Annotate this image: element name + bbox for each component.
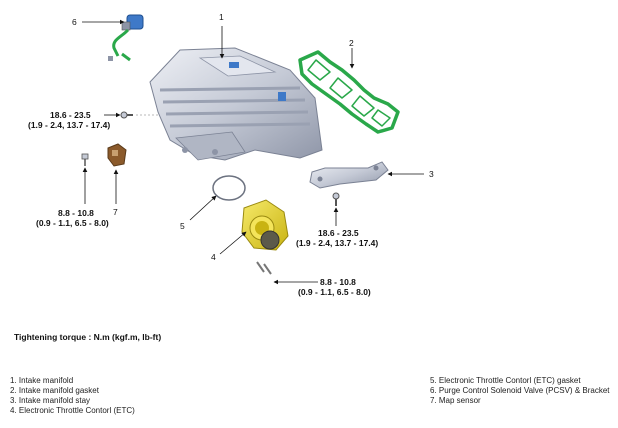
torque-stay-value: 18.6 - 23.5 (318, 228, 359, 238)
legend-item: 5. Electronic Throttle Contorl (ETC) gas… (430, 376, 610, 386)
callout-5: 5 (180, 221, 185, 231)
intake-manifold (150, 48, 322, 160)
legend-left: 1. Intake manifold 2. Intake manifold ga… (10, 376, 135, 416)
legend-right: 5. Electronic Throttle Contorl (ETC) gas… (430, 376, 610, 406)
intake-manifold-stay (310, 162, 388, 188)
map-sensor (108, 144, 126, 166)
callout-3: 3 (429, 169, 434, 179)
electronic-throttle-control (242, 200, 288, 250)
legend-item: 3. Intake manifold stay (10, 396, 135, 406)
callout-1: 1 (219, 12, 224, 22)
legend-item: 7. Map sensor (430, 396, 610, 406)
legend-item: 4. Electronic Throttle Contorl (ETC) (10, 406, 135, 416)
torque-stay-range: (1.9 - 2.4, 13.7 - 17.4) (296, 238, 378, 248)
torque-etc-value: 8.8 - 10.8 (320, 277, 356, 287)
torque-map-value: 8.8 - 10.8 (58, 208, 94, 218)
torque-etc-range: (0.9 - 1.1, 6.5 - 8.0) (298, 287, 371, 297)
leader-4 (220, 232, 246, 254)
torque-manifold-value: 18.6 - 23.5 (50, 110, 91, 120)
callout-2: 2 (349, 38, 354, 48)
bolt-stay (333, 193, 339, 206)
torque-manifold-range: (1.9 - 2.4, 13.7 - 17.4) (28, 120, 110, 130)
legend-item: 2. Intake manifold gasket (10, 386, 135, 396)
leader-5 (190, 196, 216, 220)
etc-gasket (213, 176, 245, 200)
callout-6: 6 (72, 17, 77, 27)
legend-item: 1. Intake manifold (10, 376, 135, 386)
torque-unit-caption: Tightening torque : N.m (kgf.m, lb-ft) (14, 332, 161, 342)
bolt-manifold (121, 112, 160, 118)
bolt-etc (257, 262, 271, 274)
callout-4: 4 (211, 252, 216, 262)
legend-item: 6. Purge Control Solenoid Valve (PCSV) &… (430, 386, 610, 396)
exploded-view-diagram: 1 2 3 4 5 6 7 18.6 - 23.5 (1.9 - 2.4, 13… (0, 0, 618, 330)
callout-7: 7 (113, 207, 118, 217)
torque-map-range: (0.9 - 1.1, 6.5 - 8.0) (36, 218, 109, 228)
bolt-map-sensor (82, 154, 88, 166)
